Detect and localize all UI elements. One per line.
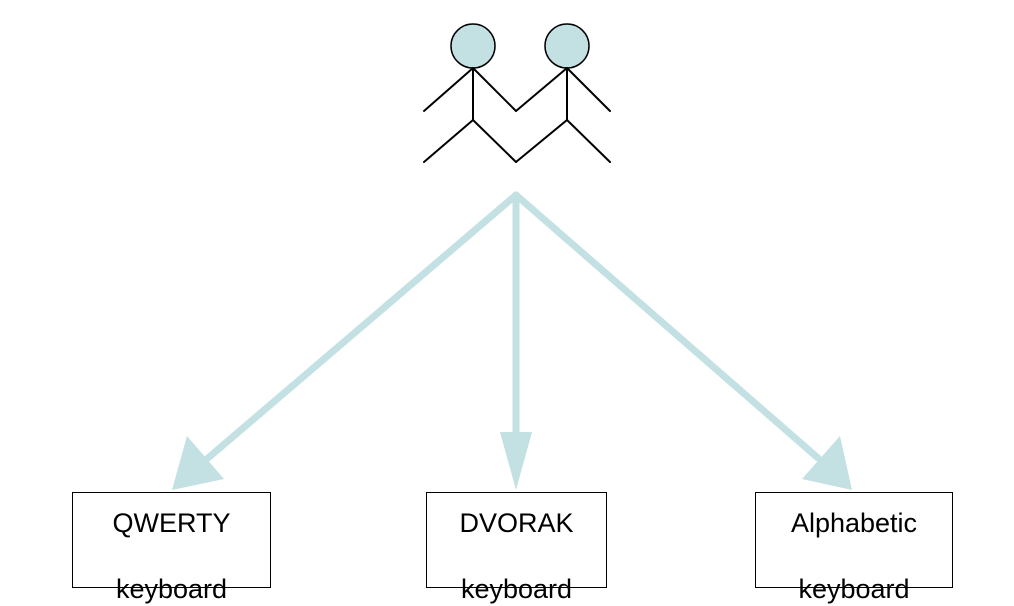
right-figure-right-leg (566, 119, 611, 163)
node-alphabetic-keyboard: Alphabetic keyboard (755, 492, 953, 604)
left-figure-left-arm (423, 67, 474, 112)
node-alphabetic-line2: keyboard (798, 574, 910, 604)
right-figure-left-arm (515, 67, 568, 112)
arrow-to-dvorak-head (500, 432, 532, 490)
node-qwerty-line2: keyboard (115, 574, 228, 604)
arrow-to-alphabetic-shaft (512, 191, 822, 462)
node-dvorak-keyboard: DVORAK keyboard (426, 492, 607, 604)
right-figure-right-arm (566, 67, 611, 112)
arrows (172, 191, 852, 490)
node-qwerty-keyboard: QWERTY keyboard (72, 492, 271, 604)
arrow-to-qwerty-shaft (204, 191, 520, 462)
node-qwerty-line1: QWERTY (112, 508, 231, 538)
left-figure-head (450, 23, 496, 69)
arrow-to-qwerty-head (172, 436, 224, 490)
left-figure-left-leg (423, 119, 474, 163)
left-figure-right-arm (472, 67, 517, 112)
node-dvorak-line2: keyboard (460, 574, 573, 604)
two-stick-figures-holding-hands-icon (423, 23, 611, 163)
right-figure-left-leg (515, 119, 568, 163)
right-figure-head (544, 23, 590, 69)
node-dvorak-line1: DVORAK (459, 508, 574, 538)
left-figure-right-leg (472, 119, 517, 163)
node-alphabetic-line1: Alphabetic (790, 508, 918, 538)
arrow-to-alphabetic-head (802, 436, 852, 490)
